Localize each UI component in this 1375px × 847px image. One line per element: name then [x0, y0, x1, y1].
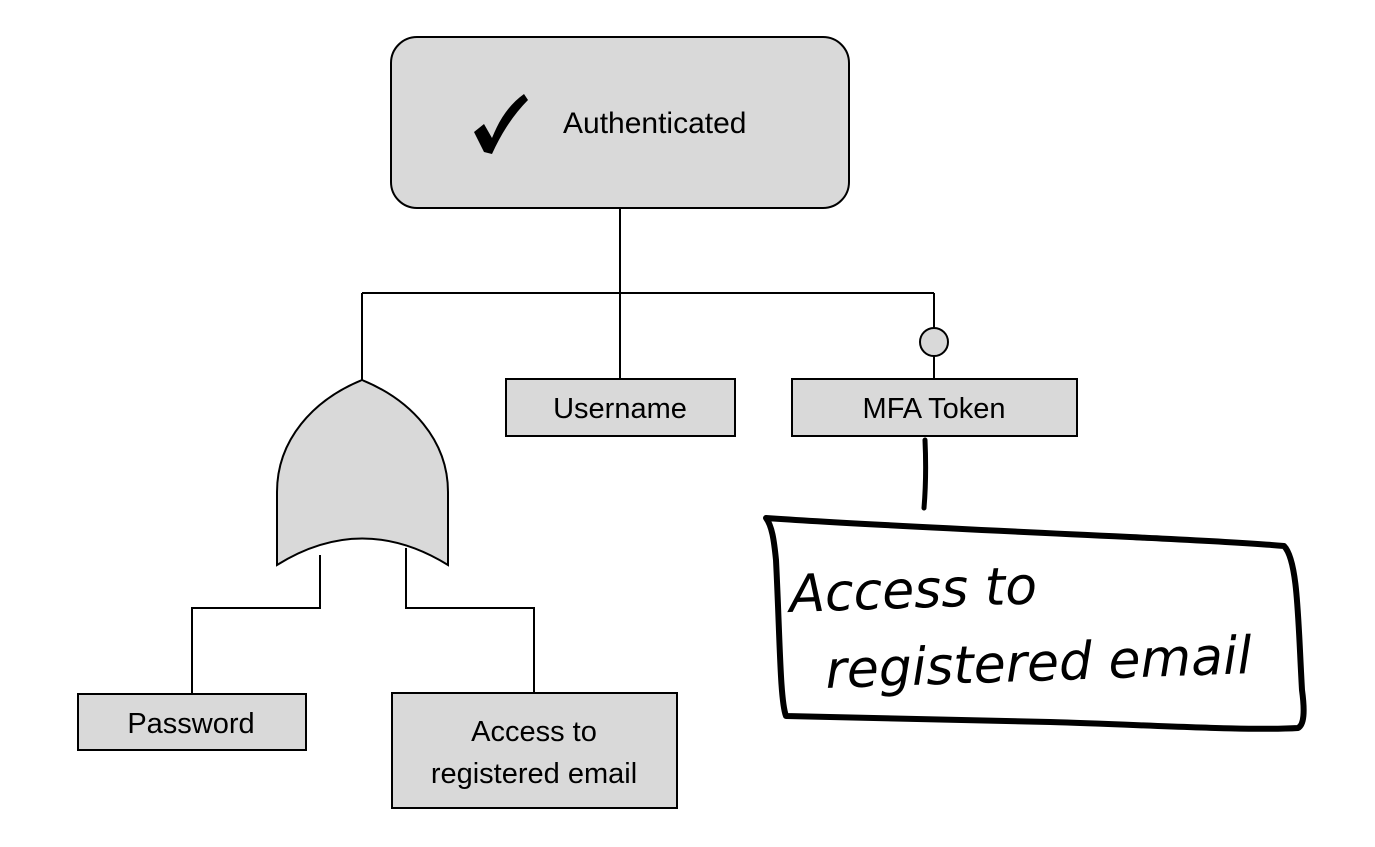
root-node: Authenticated [390, 36, 850, 209]
checkmark-icon [474, 94, 528, 154]
mfa-token-box [791, 378, 1078, 437]
or-gate-icon [276, 378, 449, 567]
annotation-connector [921, 437, 929, 511]
password-box [77, 693, 307, 751]
password-node: Password [77, 693, 307, 751]
mfa-token-label: MFA Token [863, 393, 1006, 425]
root-label: Authenticated [563, 107, 746, 140]
gate-to-email [405, 548, 535, 693]
email-access-label-line1: Access to [471, 716, 597, 748]
mfa-token-node: MFA Token [791, 378, 1078, 437]
email-access-box [391, 692, 678, 809]
password-label: Password [127, 708, 254, 740]
username-box [505, 378, 736, 437]
annotation-box [763, 515, 1307, 732]
annotation-text-line2: registered email [824, 626, 1253, 701]
email-access-label-line2: registered email [431, 758, 637, 790]
optional-marker-icon [919, 327, 949, 357]
username-node: Username [505, 378, 736, 437]
connector-lines [191, 208, 935, 694]
email-access-node: Access to registered email [391, 692, 678, 809]
gate-to-password [191, 555, 321, 694]
root-box [390, 36, 850, 209]
username-label: Username [553, 393, 687, 425]
handwritten-annotation: Access to registered email [763, 437, 1307, 732]
annotation-text-line1: Access to [785, 556, 1038, 625]
